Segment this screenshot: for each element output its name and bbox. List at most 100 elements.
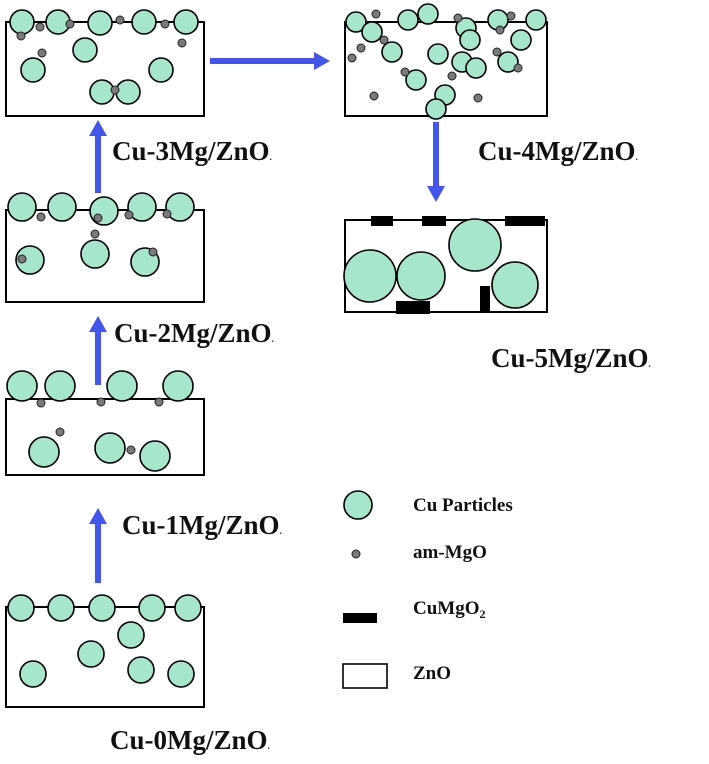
am-mgo-dot xyxy=(96,397,106,407)
am-mgo-dot xyxy=(36,398,46,408)
cu-particle xyxy=(89,79,115,105)
am-mgo-dot xyxy=(369,91,379,101)
am-mgo-dot xyxy=(495,25,505,35)
cu-particle xyxy=(139,440,171,472)
cu-particle xyxy=(396,251,446,301)
arrow-cu0-to-cu1-head xyxy=(89,508,107,524)
cu-particle xyxy=(345,11,367,33)
cu-particle xyxy=(88,594,116,622)
cu-particle xyxy=(167,660,195,688)
am-mgo-dot xyxy=(65,19,75,29)
legend-cu-particles-label: Cu Particles xyxy=(413,495,513,516)
cu-particle xyxy=(115,79,141,105)
cu-particle xyxy=(20,57,46,83)
arrow-cu2-to-cu3-head xyxy=(89,120,107,136)
am-mgo-dot xyxy=(400,67,410,77)
arrow-cu3-to-cu4-head xyxy=(314,52,330,70)
cu-particle xyxy=(89,196,119,226)
cu-particle xyxy=(417,3,439,25)
legend-zno-icon xyxy=(342,663,388,689)
cu-particle xyxy=(15,245,45,275)
am-mgo-dot xyxy=(162,209,172,219)
am-mgo-dot xyxy=(492,47,502,57)
cu-particle xyxy=(510,29,532,51)
cu-particle xyxy=(28,436,60,468)
cumgo2-bar xyxy=(505,216,545,226)
cumgo2-bar xyxy=(422,216,446,226)
cu-particle xyxy=(148,57,174,83)
cu-particle xyxy=(448,218,502,272)
legend-zno-label: ZnO xyxy=(413,663,452,684)
label-cu-2mg: Cu-2Mg/ZnO. xyxy=(114,318,274,348)
cumgo2-bar xyxy=(396,301,430,314)
legend-am-mgo-icon xyxy=(351,549,361,559)
zno-box-cu0 xyxy=(5,606,205,708)
am-mgo-dot xyxy=(110,85,120,95)
cu-particle xyxy=(525,9,547,31)
cu-particle xyxy=(117,621,145,649)
am-mgo-dot xyxy=(154,397,164,407)
cu-particle xyxy=(44,370,76,402)
am-mgo-dot xyxy=(37,48,47,58)
cu-particle xyxy=(497,51,519,73)
cu-particle xyxy=(106,370,138,402)
cu-particle xyxy=(127,656,155,684)
cu-particle xyxy=(72,37,98,63)
cu-particle xyxy=(397,9,419,31)
cu-particle xyxy=(19,660,47,688)
am-mgo-dot xyxy=(447,71,457,81)
cu-particle xyxy=(87,10,113,36)
cu-particle xyxy=(7,192,37,222)
label-cu-1mg: Cu-1Mg/ZnO. xyxy=(122,510,282,540)
cu-particle xyxy=(6,370,38,402)
cu-particle xyxy=(127,192,157,222)
am-mgo-dot xyxy=(126,445,136,455)
legend-cu-particle-icon xyxy=(343,490,373,520)
label-cu-5mg: Cu-5Mg/ZnO. xyxy=(491,343,651,373)
am-mgo-dot xyxy=(17,254,27,264)
cu-particle xyxy=(138,594,166,622)
cu-particle xyxy=(162,370,194,402)
am-mgo-dot xyxy=(379,35,389,45)
am-mgo-dot xyxy=(55,427,65,437)
legend-cumgo2-icon xyxy=(343,613,377,623)
am-mgo-dot xyxy=(35,22,45,32)
am-mgo-dot xyxy=(160,19,170,29)
label-cu-4mg: Cu-4Mg/ZnO. xyxy=(478,136,638,166)
cu-particle xyxy=(459,29,481,51)
am-mgo-dot xyxy=(124,210,134,220)
cu-particle xyxy=(47,594,75,622)
cu-particle xyxy=(427,43,449,65)
cu-particle xyxy=(47,192,77,222)
am-mgo-dot xyxy=(115,15,125,25)
cu-particle xyxy=(77,640,105,668)
cu-particle xyxy=(165,192,195,222)
am-mgo-dot xyxy=(371,9,381,19)
am-mgo-dot xyxy=(36,212,46,222)
am-mgo-dot xyxy=(513,63,523,73)
cu-particle xyxy=(343,249,397,303)
legend-cumgo2-label: CuMgO2 xyxy=(413,598,486,621)
cu-particle xyxy=(7,594,35,622)
am-mgo-dot xyxy=(453,13,463,23)
cu-particle xyxy=(465,57,487,79)
arrow-cu1-to-cu2-head xyxy=(89,316,107,332)
am-mgo-dot xyxy=(16,31,26,41)
cu-particle xyxy=(174,594,202,622)
am-mgo-dot xyxy=(177,38,187,48)
cu-particle xyxy=(405,69,427,91)
label-cu-3mg: Cu-3Mg/ZnO. xyxy=(112,136,272,166)
am-mgo-dot xyxy=(347,53,357,63)
am-mgo-dot xyxy=(93,213,103,223)
am-mgo-dot xyxy=(506,11,516,21)
cu-particle xyxy=(491,261,539,309)
cu-particle xyxy=(131,9,157,35)
cu-particle xyxy=(80,239,110,269)
am-mgo-dot xyxy=(148,247,158,257)
label-cu-0mg: Cu-0Mg/ZnO. xyxy=(110,725,270,755)
cumgo2-bar xyxy=(480,286,490,313)
cu-particle xyxy=(173,9,199,35)
am-mgo-dot xyxy=(356,43,366,53)
legend-am-mgo-label: am-MgO xyxy=(413,542,487,563)
